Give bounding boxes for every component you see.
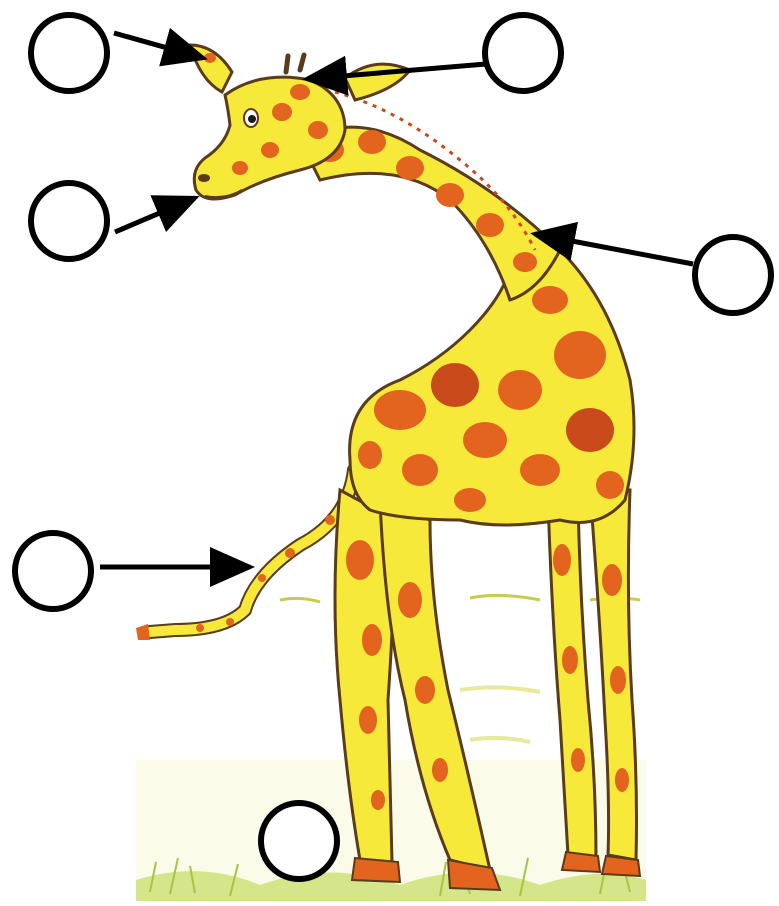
label-circle-leg[interactable] [258, 800, 340, 882]
giraffe-body [350, 250, 634, 525]
label-circle-ear[interactable] [28, 12, 110, 94]
giraffe-head [190, 45, 410, 199]
label-circle-tail[interactable] [12, 530, 94, 612]
label-circle-nose[interactable] [28, 180, 110, 262]
arrow-nose [115, 198, 195, 232]
label-circle-neck[interactable] [692, 234, 774, 316]
label-circle-horn[interactable] [482, 12, 564, 94]
giraffe-tail [136, 470, 354, 640]
